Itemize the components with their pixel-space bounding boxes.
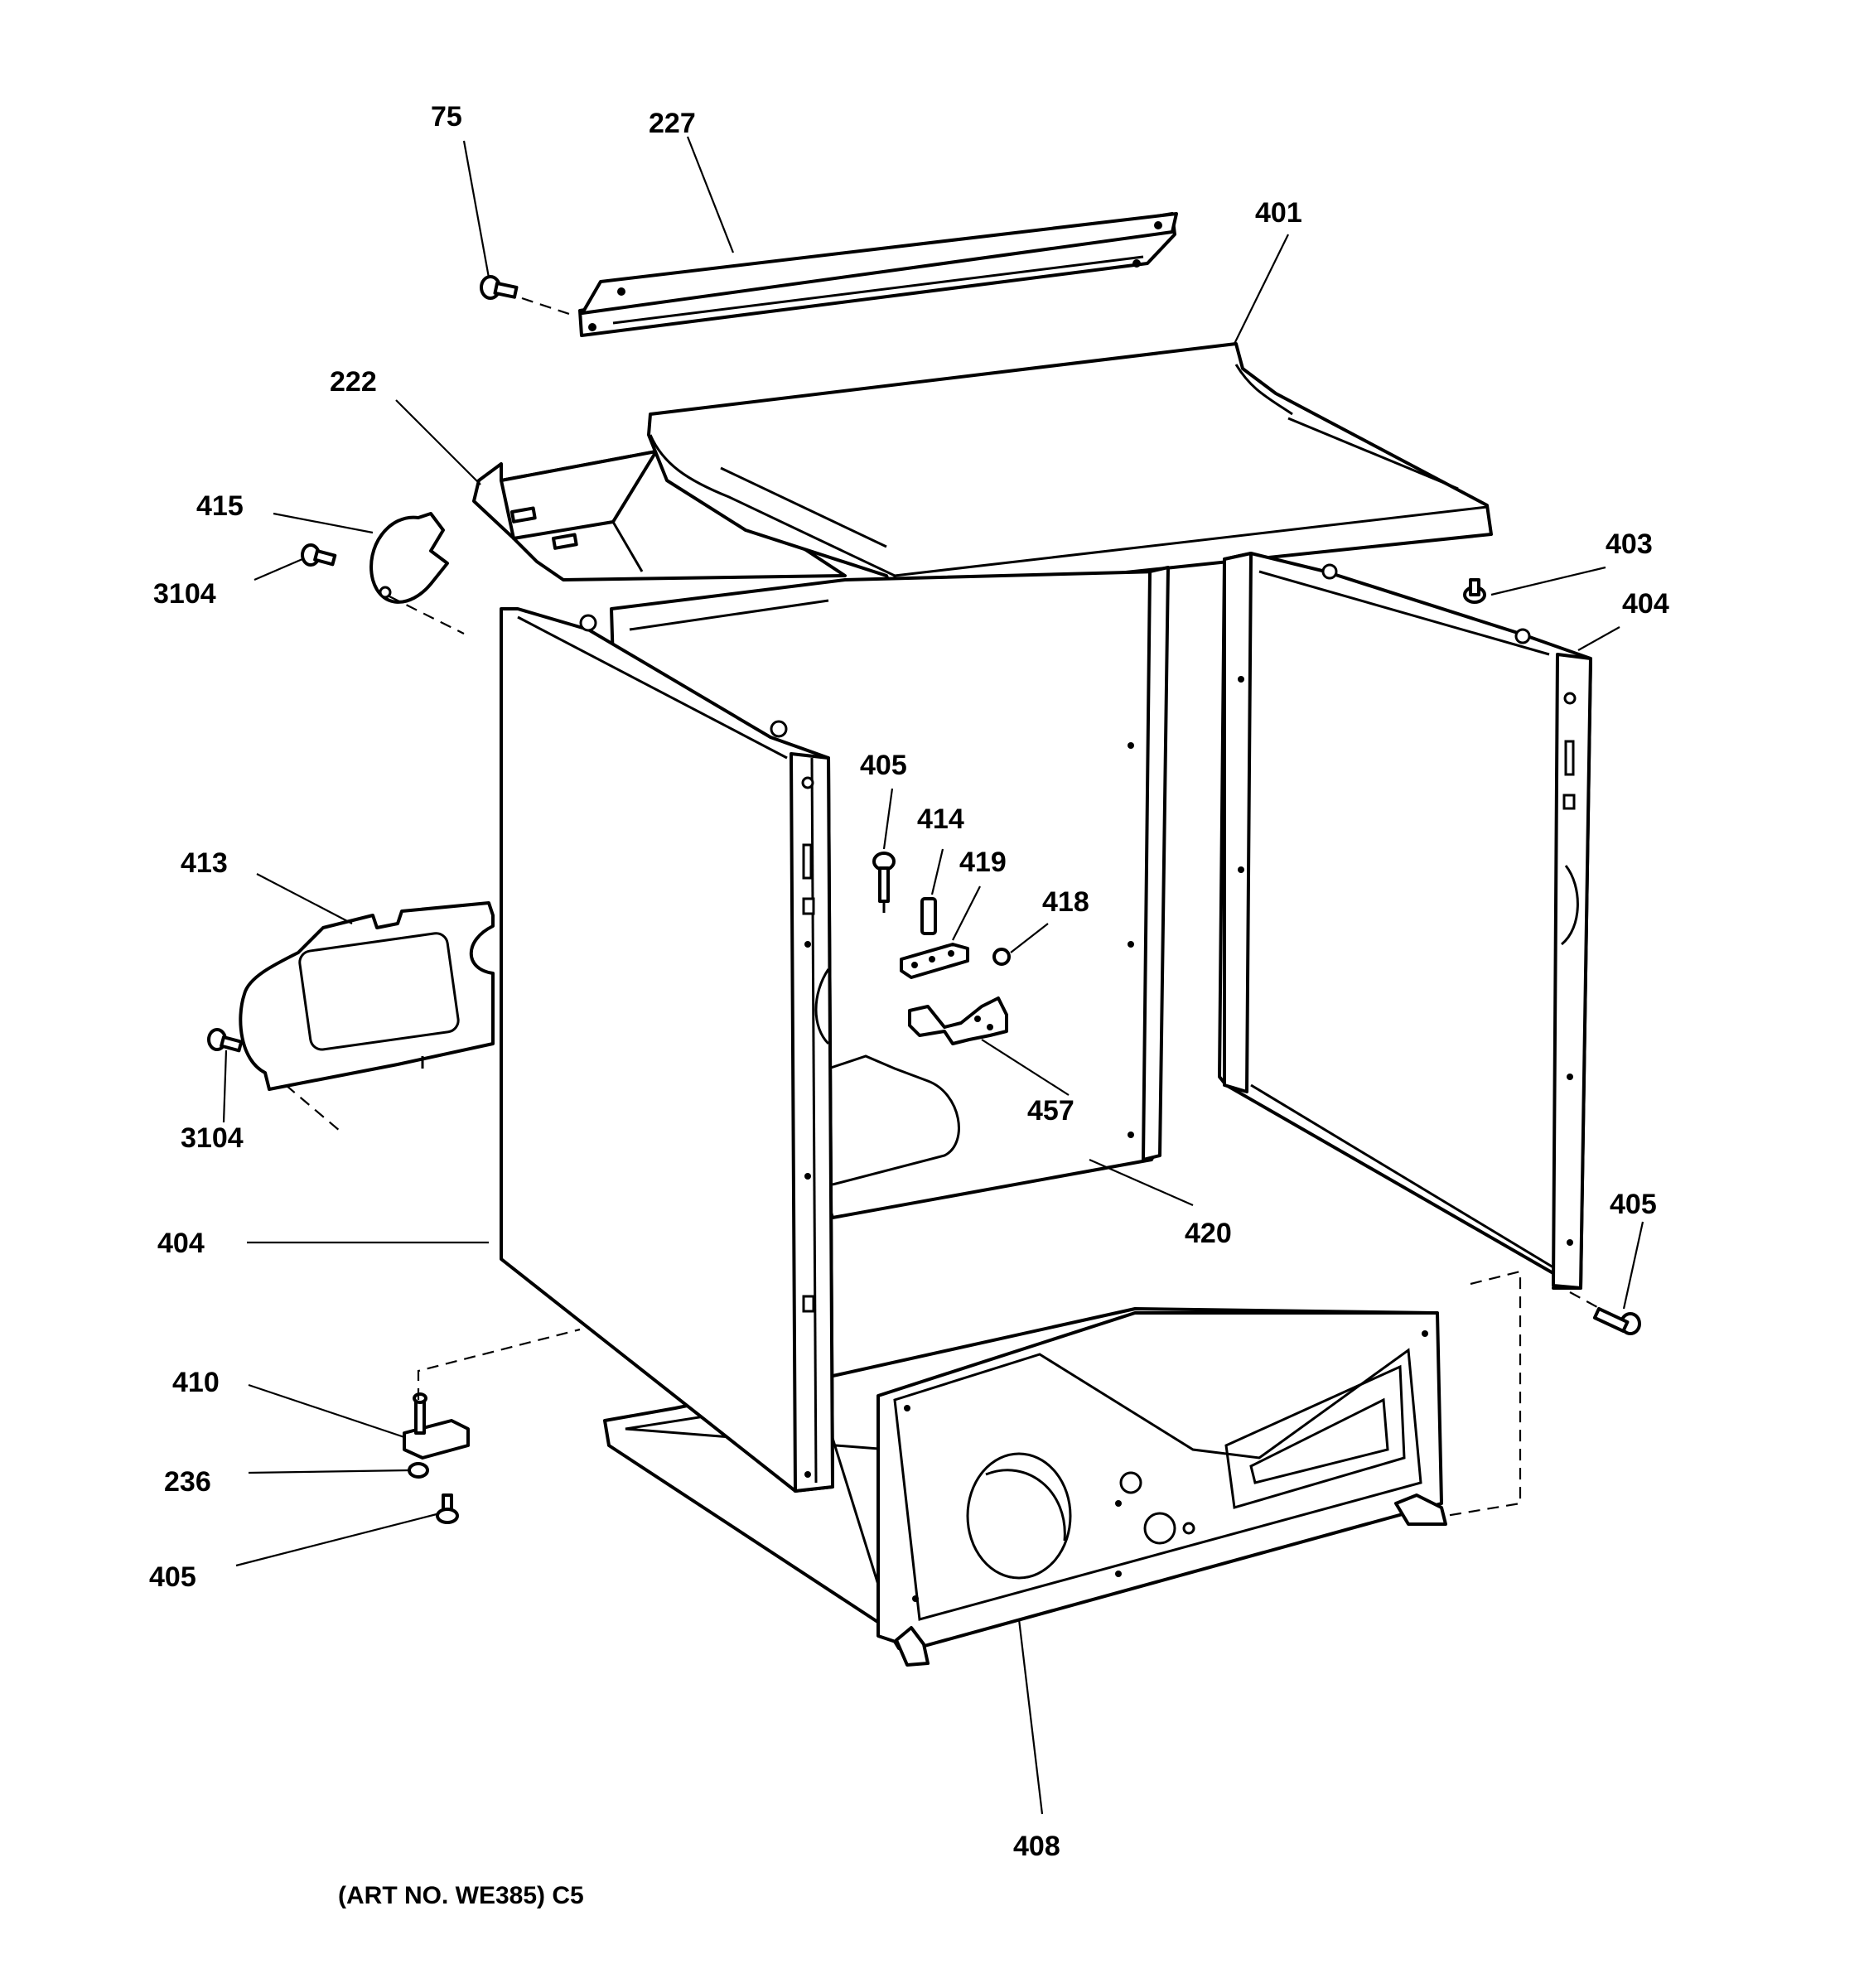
part-419-terminal-block [900,943,969,979]
callout-401: 401 [1255,197,1302,229]
callout-405-right: 405 [1610,1189,1657,1220]
part-404-right-side-panel [1218,552,1592,1290]
part-410-leg [403,1328,581,1460]
part-222-bracket [472,450,847,581]
callout-222: 222 [330,366,377,398]
callout-3104-top: 3104 [153,578,216,610]
callout-405-mid: 405 [860,750,907,781]
callout-227: 227 [649,108,696,139]
part-236-foot-pad [408,1462,429,1479]
leader-lines [222,136,1644,1815]
screw-3104-bottom [207,1028,244,1053]
callout-420: 420 [1185,1218,1232,1249]
callout-408: 408 [1013,1831,1060,1862]
callout-419: 419 [959,847,1007,878]
part-415-cover [369,512,449,604]
screw-405-mid [872,852,896,913]
screw-405-bottom [436,1493,459,1524]
part-418-grommet [992,948,1011,966]
part-401-top-panel [647,342,1493,598]
part-413-access-cover [239,901,495,1132]
callout-3104-bottom: 3104 [181,1122,244,1154]
callout-404-left: 404 [157,1228,205,1259]
callout-457: 457 [1027,1095,1074,1127]
callout-75: 75 [431,101,462,133]
screw-403 [1463,578,1486,604]
part-457-bracket [908,996,1008,1045]
art-number-caption: (ART NO. WE385) C5 [338,1882,584,1909]
callout-410: 410 [172,1367,220,1398]
callout-413: 413 [181,847,228,879]
screw-75 [480,275,572,316]
callout-404-right: 404 [1622,588,1669,620]
callout-403: 403 [1606,528,1653,560]
screw-3104-top [301,543,465,635]
callout-236: 236 [164,1466,211,1498]
callout-405-bottom: 405 [149,1561,196,1593]
callout-415: 415 [196,490,244,522]
screw-405-right [1445,1270,1641,1518]
callout-418: 418 [1042,886,1089,918]
callout-414: 414 [917,803,964,835]
part-404-left-side-panel [500,607,834,1493]
part-414-clip [920,897,937,935]
part-227-rail [578,212,1178,337]
